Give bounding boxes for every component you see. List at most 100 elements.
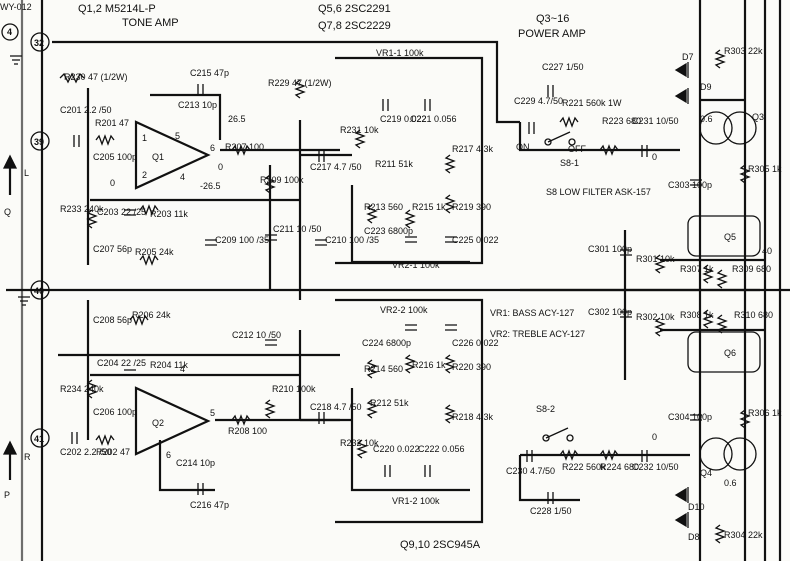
r229-label: R229 47 (1/2W) (268, 78, 332, 88)
r208-label: R208 100 (228, 426, 267, 436)
c214-label: C214 10p (176, 458, 215, 468)
side-label-l: L (24, 168, 29, 178)
node-41: 41 (34, 434, 44, 444)
q2-pin4: 4 (180, 364, 185, 374)
r308-label: R308 1k (680, 310, 714, 320)
c213-label: C213 10p (178, 100, 217, 110)
r203-label: R203 11k (150, 209, 188, 219)
tone-amp-title: TONE AMP (122, 17, 179, 29)
opamp-labels: Q1 Q2 5 6 4 2 1 4 5 6 (142, 131, 215, 460)
lower-component-labels: R206 24k C208 56p C204 22 /25 R204 11k R… (60, 305, 499, 510)
r202-label: R202 47 (96, 447, 130, 457)
r216-label: R216 1k (412, 360, 446, 370)
q5-label: Q5 (724, 232, 736, 242)
r209-label: R209 100k (260, 175, 304, 185)
upper-component-labels: R230 47 (1/2W) C201 2.2 /50 R201 47 C205… (60, 48, 499, 270)
c210-label: C210 100 /35 (325, 235, 379, 245)
c304-label: C304 100p (668, 412, 712, 422)
c209-label: C209 100 /35 (215, 235, 269, 245)
c217-label: C217 4.7 /50 (310, 162, 362, 172)
q1-pin6: 6 (210, 143, 215, 153)
r206-label: R206 24k (132, 310, 171, 320)
r211-label: R211 51k (375, 159, 413, 169)
r233-label: R233 240k (60, 204, 104, 214)
r218-label: R218 4.3k (452, 412, 494, 422)
r230-label: R230 47 (1/2W) (64, 72, 128, 82)
q56-title: Q5,6 2SC2291 (318, 3, 391, 15)
q1-pin2: 2 (142, 170, 147, 180)
r215-label: R215 1k (412, 202, 446, 212)
c224-label: C224 6800p (362, 338, 411, 348)
r309-label: R309 680 (732, 264, 771, 274)
q12-title: Q1,2 M5214L-P (78, 3, 156, 15)
transistor-symbols (687, 111, 761, 471)
capacitors (71, 84, 702, 504)
zero-marker-1: 0 (110, 178, 115, 188)
c215-label: C215 47p (190, 68, 229, 78)
c220-label: C220 0.022 (373, 444, 420, 454)
vr1-legend: VR1: BASS ACY-127 (490, 308, 574, 318)
c205-label: C205 100p (93, 152, 137, 162)
v0-6-bottom: 0.6 (724, 478, 737, 488)
q910-title: Q9,10 2SC945A (400, 539, 481, 551)
c206-label: C206 100p (93, 407, 137, 417)
q1-pin1: 1 (142, 133, 147, 143)
node-labels: 4 32 39 40 41 L Q R P (4, 27, 44, 500)
q2-pin6: 6 (166, 450, 171, 460)
q4-label: Q4 (700, 468, 712, 478)
c204-label: C204 22 /25 (97, 358, 146, 368)
r219-label: R219 390 (452, 202, 491, 212)
d7-label: D7 (682, 52, 694, 62)
r205-label: R205 24k (135, 247, 174, 257)
c219-label: C219 0.022 (380, 114, 427, 124)
r213-label: R213 560 (364, 202, 403, 212)
r220-label: R220 390 (452, 362, 491, 372)
node-39: 39 (34, 137, 44, 147)
c218-label: C218 4.7 /50 (310, 402, 362, 412)
r204-label: R204 11k (150, 360, 188, 370)
opamp-symbols (134, 120, 211, 456)
v40-label: 40 (762, 246, 772, 256)
side-label-r: R (24, 452, 31, 462)
c230-label: C230 4.7/50 (506, 466, 555, 476)
zero-marker-3: 0 (652, 152, 657, 162)
q1-opamp-symbol (134, 120, 211, 190)
q1-pin5: 5 (175, 131, 180, 141)
vr2-legend: VR2: TREBLE ACY-127 (490, 329, 585, 339)
r214-label: R214 560 (364, 364, 403, 374)
c301-label: C301 100p (588, 244, 632, 254)
c221-label: C221 0.056 (410, 114, 457, 124)
c223-label: C223 6800p (364, 226, 413, 236)
q6-label: Q6 (724, 348, 736, 358)
c202-label: C202 2.2 /50 (60, 447, 112, 457)
r212-label: R212 51k (370, 398, 409, 408)
c212-label: C212 10 /50 (232, 330, 281, 340)
switch-off-label: OFF (568, 144, 586, 154)
c211-label: C211 10 /50 (273, 224, 321, 234)
q3-label: Q3 (752, 112, 764, 122)
wires (6, 0, 790, 561)
r232-label: R232 10k (340, 438, 379, 448)
node-32: 32 (34, 38, 44, 48)
r207-label: R207 100 (225, 142, 264, 152)
c302-label: C302 100p (588, 307, 632, 317)
v26-5: 26.5 (228, 114, 246, 124)
d8-label: D8 (688, 532, 700, 542)
s81-label: S8-1 (560, 158, 579, 168)
zero-marker-4: 0 (652, 432, 657, 442)
switch-on-label: ON (516, 142, 530, 152)
top-left-tag: WY-012 (0, 2, 32, 12)
r306-label: R306 1k (748, 408, 782, 418)
resistors (59, 49, 751, 544)
r302-label: R302 10k (636, 312, 675, 322)
r231-label: R231 10k (340, 125, 379, 135)
r223-label: R223 680 (602, 116, 641, 126)
input-arrows (2, 154, 18, 480)
q2-pin5: 5 (210, 408, 215, 418)
c216-label: C216 47p (190, 500, 229, 510)
r224-label: R224 680 (600, 462, 639, 472)
r310-label: R310 680 (734, 310, 773, 320)
r301-label: R301 10k (636, 254, 675, 264)
